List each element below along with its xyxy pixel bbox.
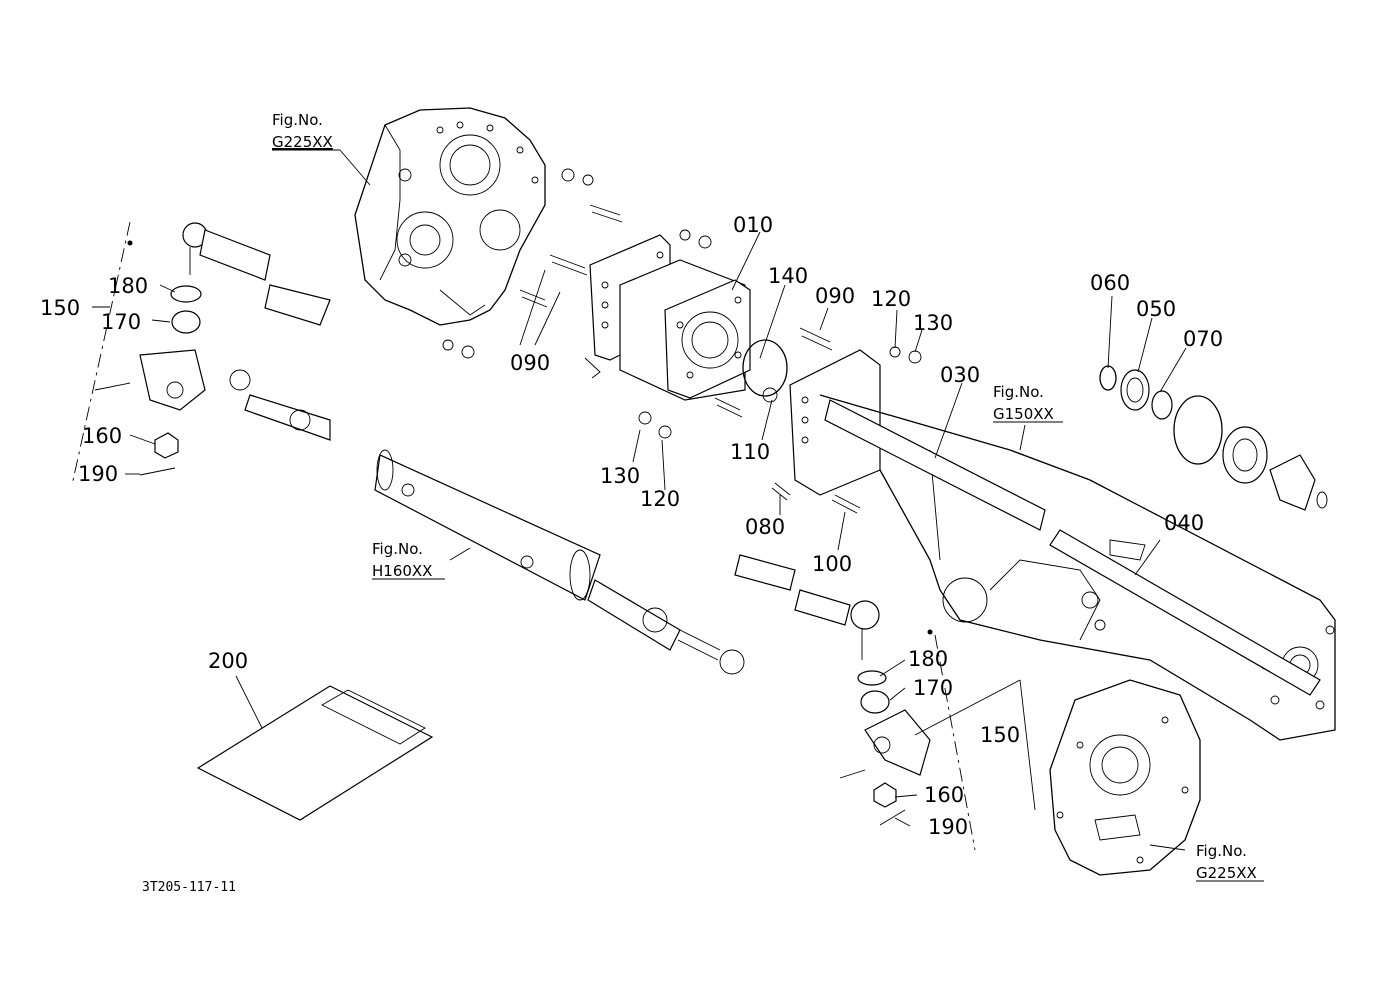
callout-200: 200 [208, 649, 248, 673]
ref-g225-bottom-label: Fig.No. [1196, 842, 1247, 860]
callout-130-mid: 130 [600, 464, 640, 488]
callout-090-left: 090 [510, 351, 550, 375]
callout-180-left: 180 [108, 274, 148, 298]
ref-g225-top-code: G225XX [272, 133, 333, 151]
ref-g150-label: Fig.No. [993, 383, 1044, 401]
bearing-gear-set [1099, 365, 1328, 511]
right-tie-rod-assembly [734, 554, 976, 851]
callout-090-top: 090 [815, 284, 855, 308]
callout-040: 040 [1164, 511, 1204, 535]
callout-060: 060 [1090, 271, 1130, 295]
callout-120-mid: 120 [640, 487, 680, 511]
ref-g225-bottom-code: G225XX [1196, 864, 1257, 882]
ref-h160-label: Fig.No. [372, 540, 423, 558]
fastener-group-top [442, 168, 712, 379]
callout-150-right: 150 [980, 723, 1020, 747]
callout-030: 030 [940, 363, 980, 387]
callout-190-left: 190 [78, 462, 118, 486]
right-gear-case [1049, 679, 1201, 876]
figure-references: Fig.No. G225XX Fig.No. G150XX Fig.No. H1… [272, 111, 1264, 882]
callout-150-left: 150 [40, 296, 80, 320]
left-gear-case [354, 107, 546, 326]
leader-lines [92, 149, 1187, 851]
callout-010: 010 [733, 213, 773, 237]
callout-120-top: 120 [871, 287, 911, 311]
ref-h160-code: H160XX [372, 562, 432, 580]
manual-sheet-200 [196, 685, 434, 821]
callout-labels: 010 140 090 120 130 030 060 050 070 090 … [40, 213, 1223, 839]
drawing-code: 3T205-117-11 [142, 880, 236, 895]
callout-170-right: 170 [913, 676, 953, 700]
callout-100: 100 [812, 552, 852, 576]
steering-cylinder [229, 369, 745, 675]
left-tie-rod-assembly [71, 221, 331, 486]
stud-bolts-090 [638, 327, 922, 514]
callout-110: 110 [730, 440, 770, 464]
callout-170-left: 170 [101, 310, 141, 334]
callout-070: 070 [1183, 327, 1223, 351]
o-ring-140 [742, 339, 788, 397]
callout-130-top: 130 [913, 311, 953, 335]
callout-160-right: 160 [924, 783, 964, 807]
callout-180-right: 180 [908, 647, 948, 671]
callout-050: 050 [1136, 297, 1176, 321]
callout-190-right: 190 [928, 815, 968, 839]
ref-g150-code: G150XX [993, 405, 1054, 423]
front-axle-housing-010 [589, 234, 751, 401]
axle-shafts [824, 399, 1321, 696]
callout-140: 140 [768, 264, 808, 288]
callout-160-left: 160 [82, 424, 122, 448]
ref-g225-top-label: Fig.No. [272, 111, 323, 129]
callout-080: 080 [745, 515, 785, 539]
